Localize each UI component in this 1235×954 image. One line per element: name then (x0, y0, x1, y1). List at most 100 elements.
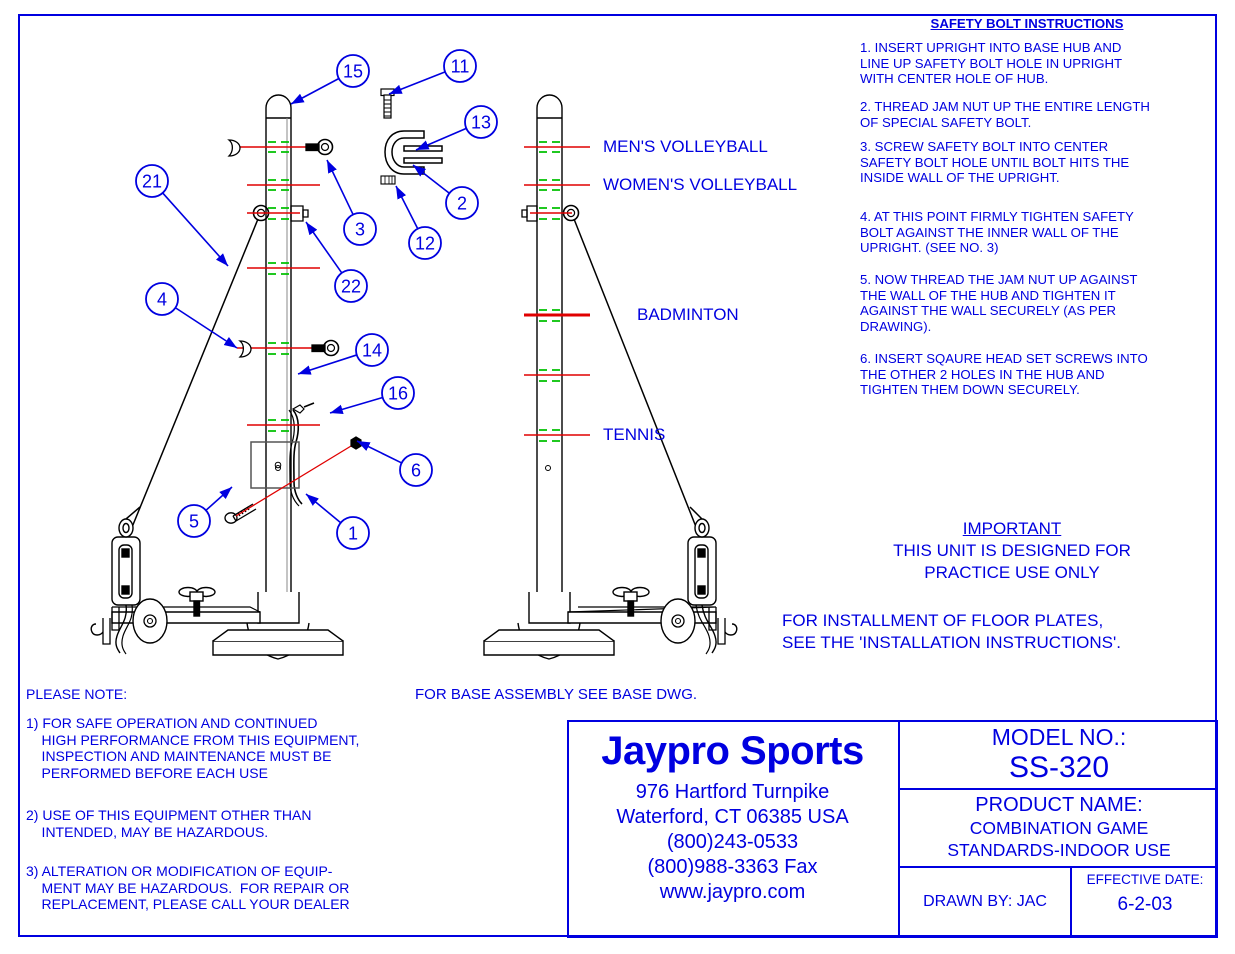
balloon-leader (290, 77, 340, 105)
title-block (567, 720, 1218, 938)
balloon-circle (177, 504, 211, 538)
balloon-circle (445, 186, 479, 220)
balloon-circle (145, 282, 179, 316)
balloon-leader (412, 164, 450, 194)
balloon-22: 22 (305, 221, 368, 303)
model-label: MODEL NO.: (991, 724, 1127, 750)
balloon-leader (305, 493, 342, 524)
floor-plate-line-2: SEE THE 'INSTALLATION INSTRUCTIONS'. (782, 633, 1121, 652)
balloon-leader (356, 440, 402, 464)
balloon-circle (336, 54, 370, 88)
title-block-divider-drawn (1070, 866, 1072, 938)
please-note-item-1: 1) FOR SAFE OPERATION AND CONTINUED HIGH… (26, 715, 360, 781)
sport-label-badminton: BADMINTON (637, 305, 739, 324)
effective-date-value: 6-2-03 (1117, 894, 1173, 915)
sport-label-tennis: TENNIS (603, 425, 666, 444)
safety-step-3: 3. SCREW SAFETY BOLT INTO CENTER SAFETY … (860, 139, 1130, 186)
left-standard (90, 94, 362, 660)
product-line-2: STANDARDS-INDOOR USE (947, 840, 1171, 860)
balloon-2: 2 (412, 164, 479, 220)
balloon-number: 12 (415, 234, 435, 254)
balloon-leader (329, 396, 383, 414)
safety-step-5: 5. NOW THREAD THE JAM NUT UP AGAINST THE… (860, 272, 1138, 334)
balloon-leader (174, 307, 238, 349)
title-block-divider-vertical (898, 720, 900, 938)
balloon-number: 22 (341, 277, 361, 297)
balloon-16: 16 (329, 376, 415, 414)
balloon-leader (297, 354, 358, 375)
balloon-circle (135, 164, 169, 198)
please-note-item-3: 3) ALTERATION OR MODIFICATION OF EQUIP- … (26, 863, 350, 913)
balloon-4: 4 (145, 282, 238, 349)
balloon-leader (326, 159, 354, 215)
important-line-2: PRACTICE USE ONLY (924, 563, 1100, 582)
balloon-12: 12 (395, 185, 442, 260)
balloon-6: 6 (356, 440, 433, 487)
balloon-leader (162, 192, 229, 267)
balloon-number: 21 (142, 172, 162, 192)
balloon-leader (395, 185, 419, 230)
base-assembly-note: FOR BASE ASSEMBLY SEE BASE DWG. (415, 686, 698, 703)
balloon-1: 1 (305, 493, 370, 550)
balloon-circle (334, 269, 368, 303)
company-address-line-2: Waterford, CT 06385 USA (616, 806, 849, 828)
balloon-11: 11 (388, 49, 477, 95)
balloon-13: 13 (415, 105, 498, 151)
balloon-circle (443, 49, 477, 83)
please-note-item-2: 2) USE OF THIS EQUIPMENT OTHER THAN INTE… (26, 807, 312, 840)
title-block-divider-model (898, 788, 1218, 790)
safety-step-2: 2. THREAD JAM NUT UP THE ENTIRE LENGTH O… (860, 99, 1150, 130)
balloon-number: 16 (388, 384, 408, 404)
balloon-circle (464, 105, 498, 139)
balloon-5: 5 (177, 486, 233, 538)
important-heading: IMPORTANT (962, 519, 1062, 538)
balloon-number: 15 (343, 62, 363, 82)
balloon-circle (381, 376, 415, 410)
model-value: SS-320 (1008, 751, 1110, 784)
balloon-number: 4 (157, 290, 167, 310)
please-note-heading: PLEASE NOTE: (26, 686, 128, 702)
company-address-line-1: 976 Hartford Turnpike (635, 781, 830, 803)
title-block-divider-product (898, 866, 1218, 868)
safety-step-4: 4. AT THIS POINT FIRMLY TIGHTEN SAFETY B… (860, 209, 1134, 256)
balloon-leader (205, 486, 233, 511)
left-height-marks (237, 141, 320, 432)
balloon-14: 14 (297, 333, 389, 375)
sport-label-womens-volleyball: WOMEN'S VOLLEYBALL (603, 175, 798, 194)
balloon-leader (415, 127, 467, 151)
balloon-leader (388, 71, 446, 95)
balloon-number: 2 (457, 194, 467, 214)
balloon-number: 3 (355, 220, 365, 240)
drawn-by: DRAWN BY: JAC (923, 893, 1047, 910)
balloon-circle (408, 226, 442, 260)
important-line-1: THIS UNIT IS DESIGNED FOR (893, 541, 1131, 560)
balloon-circle (343, 212, 377, 246)
safety-instructions-heading: SAFETY BOLT INSTRUCTIONS (930, 16, 1124, 31)
effective-date-label: EFFECTIVE DATE: (1086, 872, 1204, 887)
balloon-number: 6 (411, 461, 421, 481)
balloon-number: 14 (362, 341, 382, 361)
balloon-circle (399, 453, 433, 487)
balloon-number: 13 (471, 113, 491, 133)
company-website[interactable]: www.jaypro.com (659, 881, 806, 903)
product-line-1: COMBINATION GAME (969, 818, 1149, 838)
balloon-15: 15 (290, 54, 370, 105)
safety-step-6: 6. INSERT SQAURE HEAD SET SCREWS INTO TH… (860, 351, 1148, 398)
balloon-circle (336, 516, 370, 550)
balloon-3: 3 (326, 159, 377, 246)
balloon-number: 11 (451, 57, 470, 77)
hardware-parts (227, 88, 443, 358)
floor-plate-line-1: FOR INSTALLMENT OF FLOOR PLATES, (782, 611, 1104, 630)
company-name: Jaypro Sports (601, 729, 864, 773)
safety-step-1: 1. INSERT UPRIGHT INTO BASE HUB AND LINE… (860, 40, 1123, 87)
right-height-marks (524, 141, 590, 442)
balloon-circle (355, 333, 389, 367)
sport-label-mens-volleyball: MEN'S VOLLEYBALL (603, 137, 768, 156)
product-label: PRODUCT NAME: (975, 794, 1143, 816)
balloon-number: 1 (348, 524, 358, 544)
balloon-number: 5 (189, 512, 199, 532)
right-standard (483, 94, 738, 660)
company-fax: (800)988-3363 Fax (647, 856, 818, 878)
